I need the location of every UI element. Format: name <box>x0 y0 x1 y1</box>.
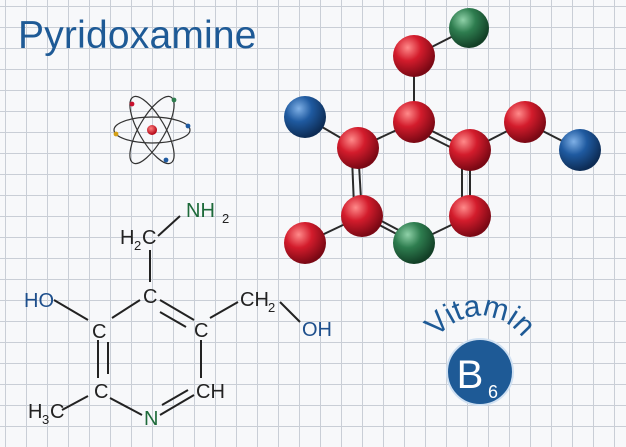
carbon-atom <box>449 195 491 237</box>
c-left-label: C <box>92 321 106 343</box>
h3c-label-h: H <box>28 401 42 423</box>
nh2-label-sub: 2 <box>222 211 229 226</box>
carbon-atom <box>393 101 435 143</box>
atom-icon <box>113 95 191 165</box>
carbon-atom <box>337 127 379 169</box>
molecule-3d-model <box>284 8 601 264</box>
structural-formula: NH 2 H 2 C HO C C C C CH N H 3 C CH 2 OH <box>24 200 332 430</box>
oxygen-atom-right <box>559 129 601 171</box>
ho-label: HO <box>24 290 54 312</box>
vitamin-arc-text: Vitamin <box>419 289 542 342</box>
nitrogen-atom-top <box>449 8 489 48</box>
h2c-label-h: H <box>120 227 134 249</box>
carbon-atom <box>449 129 491 171</box>
carbon-atom <box>504 101 546 143</box>
h3c-label-sub: 3 <box>42 412 49 427</box>
c-bottom-left-label: C <box>94 381 108 403</box>
page-title: Pyridoxamine <box>18 14 257 57</box>
n-ring-label: N <box>144 408 158 430</box>
carbon-atom <box>284 222 326 264</box>
c-top-label: C <box>143 286 157 308</box>
c-right-label: C <box>194 320 208 342</box>
ch2-label-ch: CH <box>240 289 269 311</box>
carbon-atom <box>341 195 383 237</box>
nh2-label-n: NH <box>186 200 215 222</box>
ch-right-label: CH <box>196 381 225 403</box>
nitrogen-atom-ring <box>393 222 435 264</box>
carbon-atom <box>393 35 435 77</box>
h3c-label-c: C <box>50 401 64 423</box>
h2c-label-c: C <box>142 227 156 249</box>
vitamin-b6-badge: Vitamin B 6 <box>419 289 542 406</box>
vitamin-letter: B <box>457 353 484 397</box>
ch2-label-sub: 2 <box>268 300 275 315</box>
oh-label: OH <box>302 319 332 341</box>
h2c-label-sub: 2 <box>134 238 141 253</box>
vitamin-subscript: 6 <box>488 382 498 402</box>
oxygen-atom-left <box>284 96 326 138</box>
